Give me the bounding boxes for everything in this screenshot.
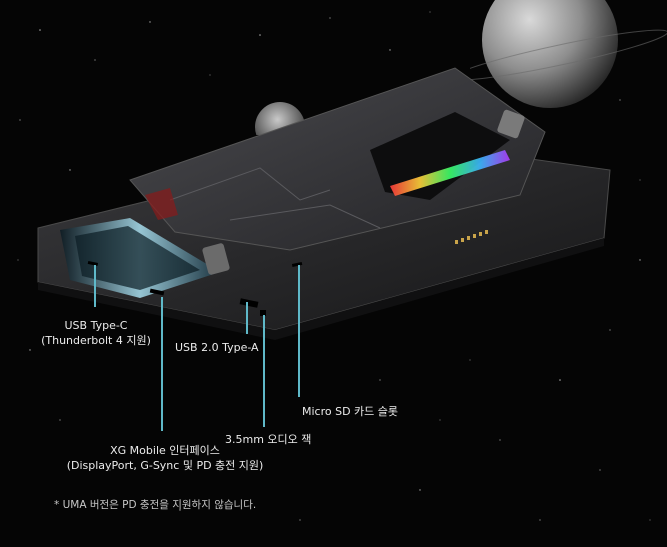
callout-micro-sd: Micro SD 카드 슬롯: [302, 404, 398, 419]
leader-line-audio: [263, 315, 265, 427]
footnote: * UMA 버전은 PD 충전을 지원하지 않습니다.: [54, 499, 257, 511]
callout-usb-a-title: USB 2.0 Type-A: [175, 341, 259, 354]
leader-line-micro-sd: [298, 265, 300, 397]
callout-micro-sd-title: Micro SD 카드 슬롯: [302, 405, 399, 418]
leader-line-usb-a: [246, 302, 248, 334]
callout-usb-c-detail: (Thunderbolt 4 지원): [41, 334, 151, 347]
callout-audio-title: 3.5mm 오디오 잭: [225, 433, 312, 446]
callout-usb-c-title: USB Type-C: [64, 319, 128, 332]
leader-line-xg-mobile: [161, 297, 163, 431]
callout-xg-mobile-title: XG Mobile 인터페이스: [110, 444, 220, 457]
callout-usb-a: USB 2.0 Type-A: [175, 340, 259, 355]
callout-audio: 3.5mm 오디오 잭: [225, 432, 311, 447]
leader-line-usb-c: [94, 265, 96, 307]
planet-illustration: [470, 0, 667, 108]
callout-usb-c: USB Type-C (Thunderbolt 4 지원): [36, 318, 156, 348]
callout-xg-mobile: XG Mobile 인터페이스 (DisplayPort, G-Sync 및 P…: [55, 443, 275, 473]
callout-xg-mobile-detail: (DisplayPort, G-Sync 및 PD 충전 지원): [66, 459, 264, 472]
